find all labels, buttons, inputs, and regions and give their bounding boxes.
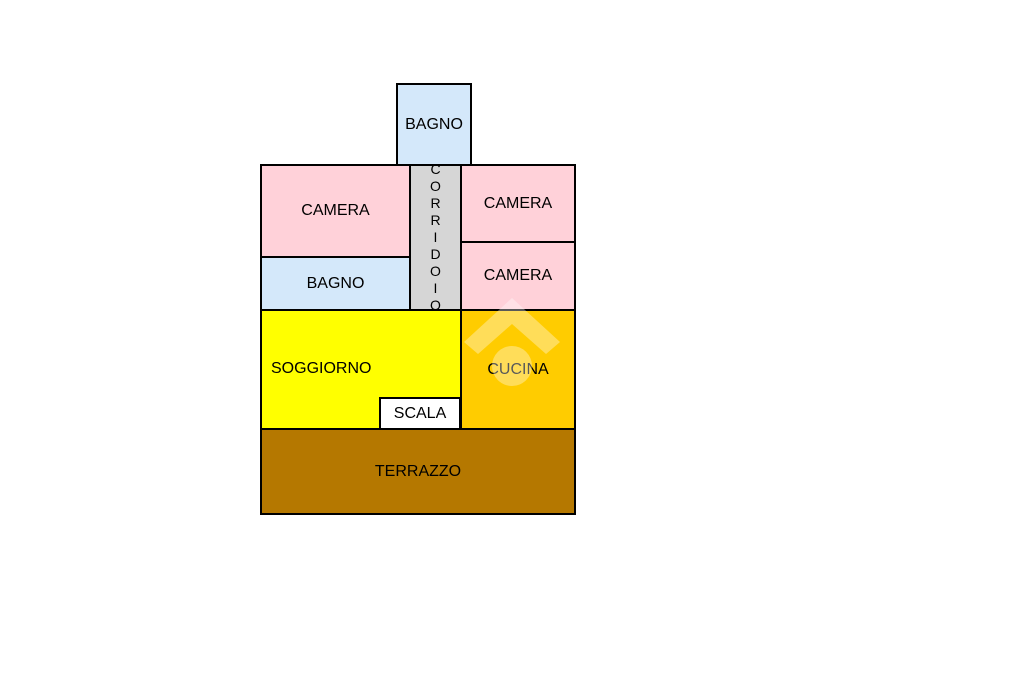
room-bagno-left: BAGNO <box>260 256 411 311</box>
room-bagno-top: BAGNO <box>396 83 472 166</box>
room-terrazzo: TERRAZZO <box>260 428 576 515</box>
room-label: BAGNO <box>306 274 365 292</box>
room-label: CAMERA <box>301 202 370 219</box>
room-soggiorno: SOGGIORNO <box>260 309 462 430</box>
room-scala: SCALA <box>379 397 461 430</box>
room-label: TERRAZZO <box>374 462 462 480</box>
room-label: CAMERA <box>483 194 553 212</box>
room-label: CAMERA <box>483 267 553 284</box>
room-camera-top-left: CAMERA <box>260 164 411 258</box>
room-camera-top-right: CAMERA <box>460 164 576 243</box>
room-label: CUCINA <box>487 360 549 378</box>
room-camera-mid-right: CAMERA <box>460 241 576 311</box>
room-label: SCALA <box>393 404 447 422</box>
room-label: CORRIDOIO <box>427 161 444 314</box>
room-label: BAGNO <box>405 115 463 133</box>
room-corridoio: CORRIDOIO <box>409 161 462 314</box>
room-cucina: CUCINA <box>460 309 576 430</box>
room-label: SOGGIORNO <box>271 360 372 377</box>
